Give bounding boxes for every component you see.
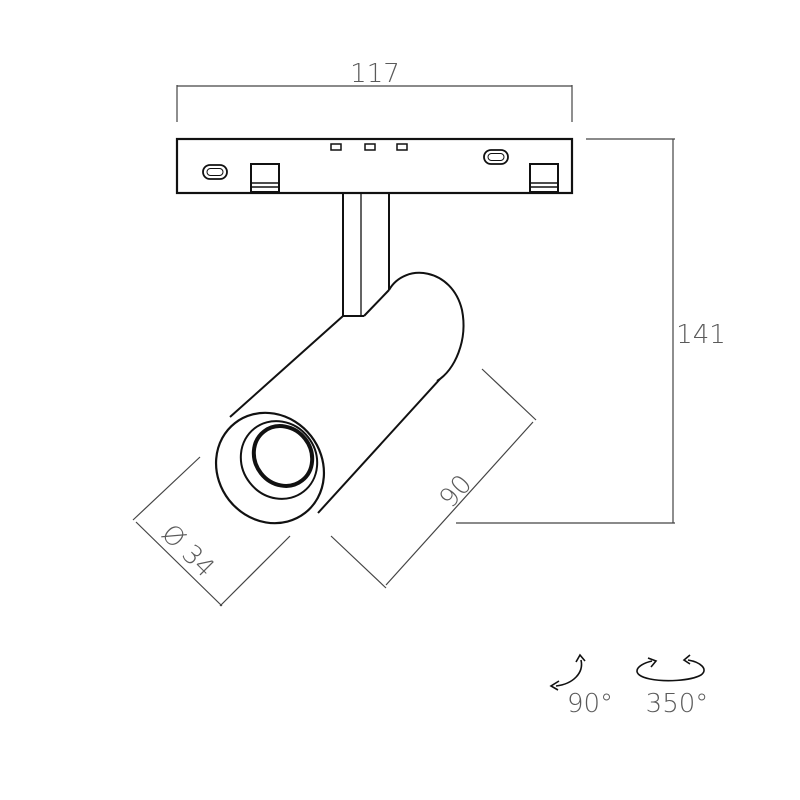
width-dimension: 117 [176, 59, 573, 122]
height-label: 141 [676, 320, 726, 350]
length-dimension: 90 [330, 368, 537, 589]
tilt-arrow-icon [549, 653, 586, 691]
tilt-label: 90° [567, 689, 613, 719]
pan-label: 350° [646, 689, 709, 719]
width-label: 117 [350, 59, 400, 89]
height-dimension: 141 [456, 138, 726, 524]
diameter-label: Ø 34 [155, 519, 220, 584]
track-adapter [175, 137, 574, 195]
length-label: 90 [434, 469, 478, 514]
spotlight-body [214, 271, 465, 525]
stem [342, 193, 390, 317]
pan-rotation-icon [636, 654, 705, 682]
